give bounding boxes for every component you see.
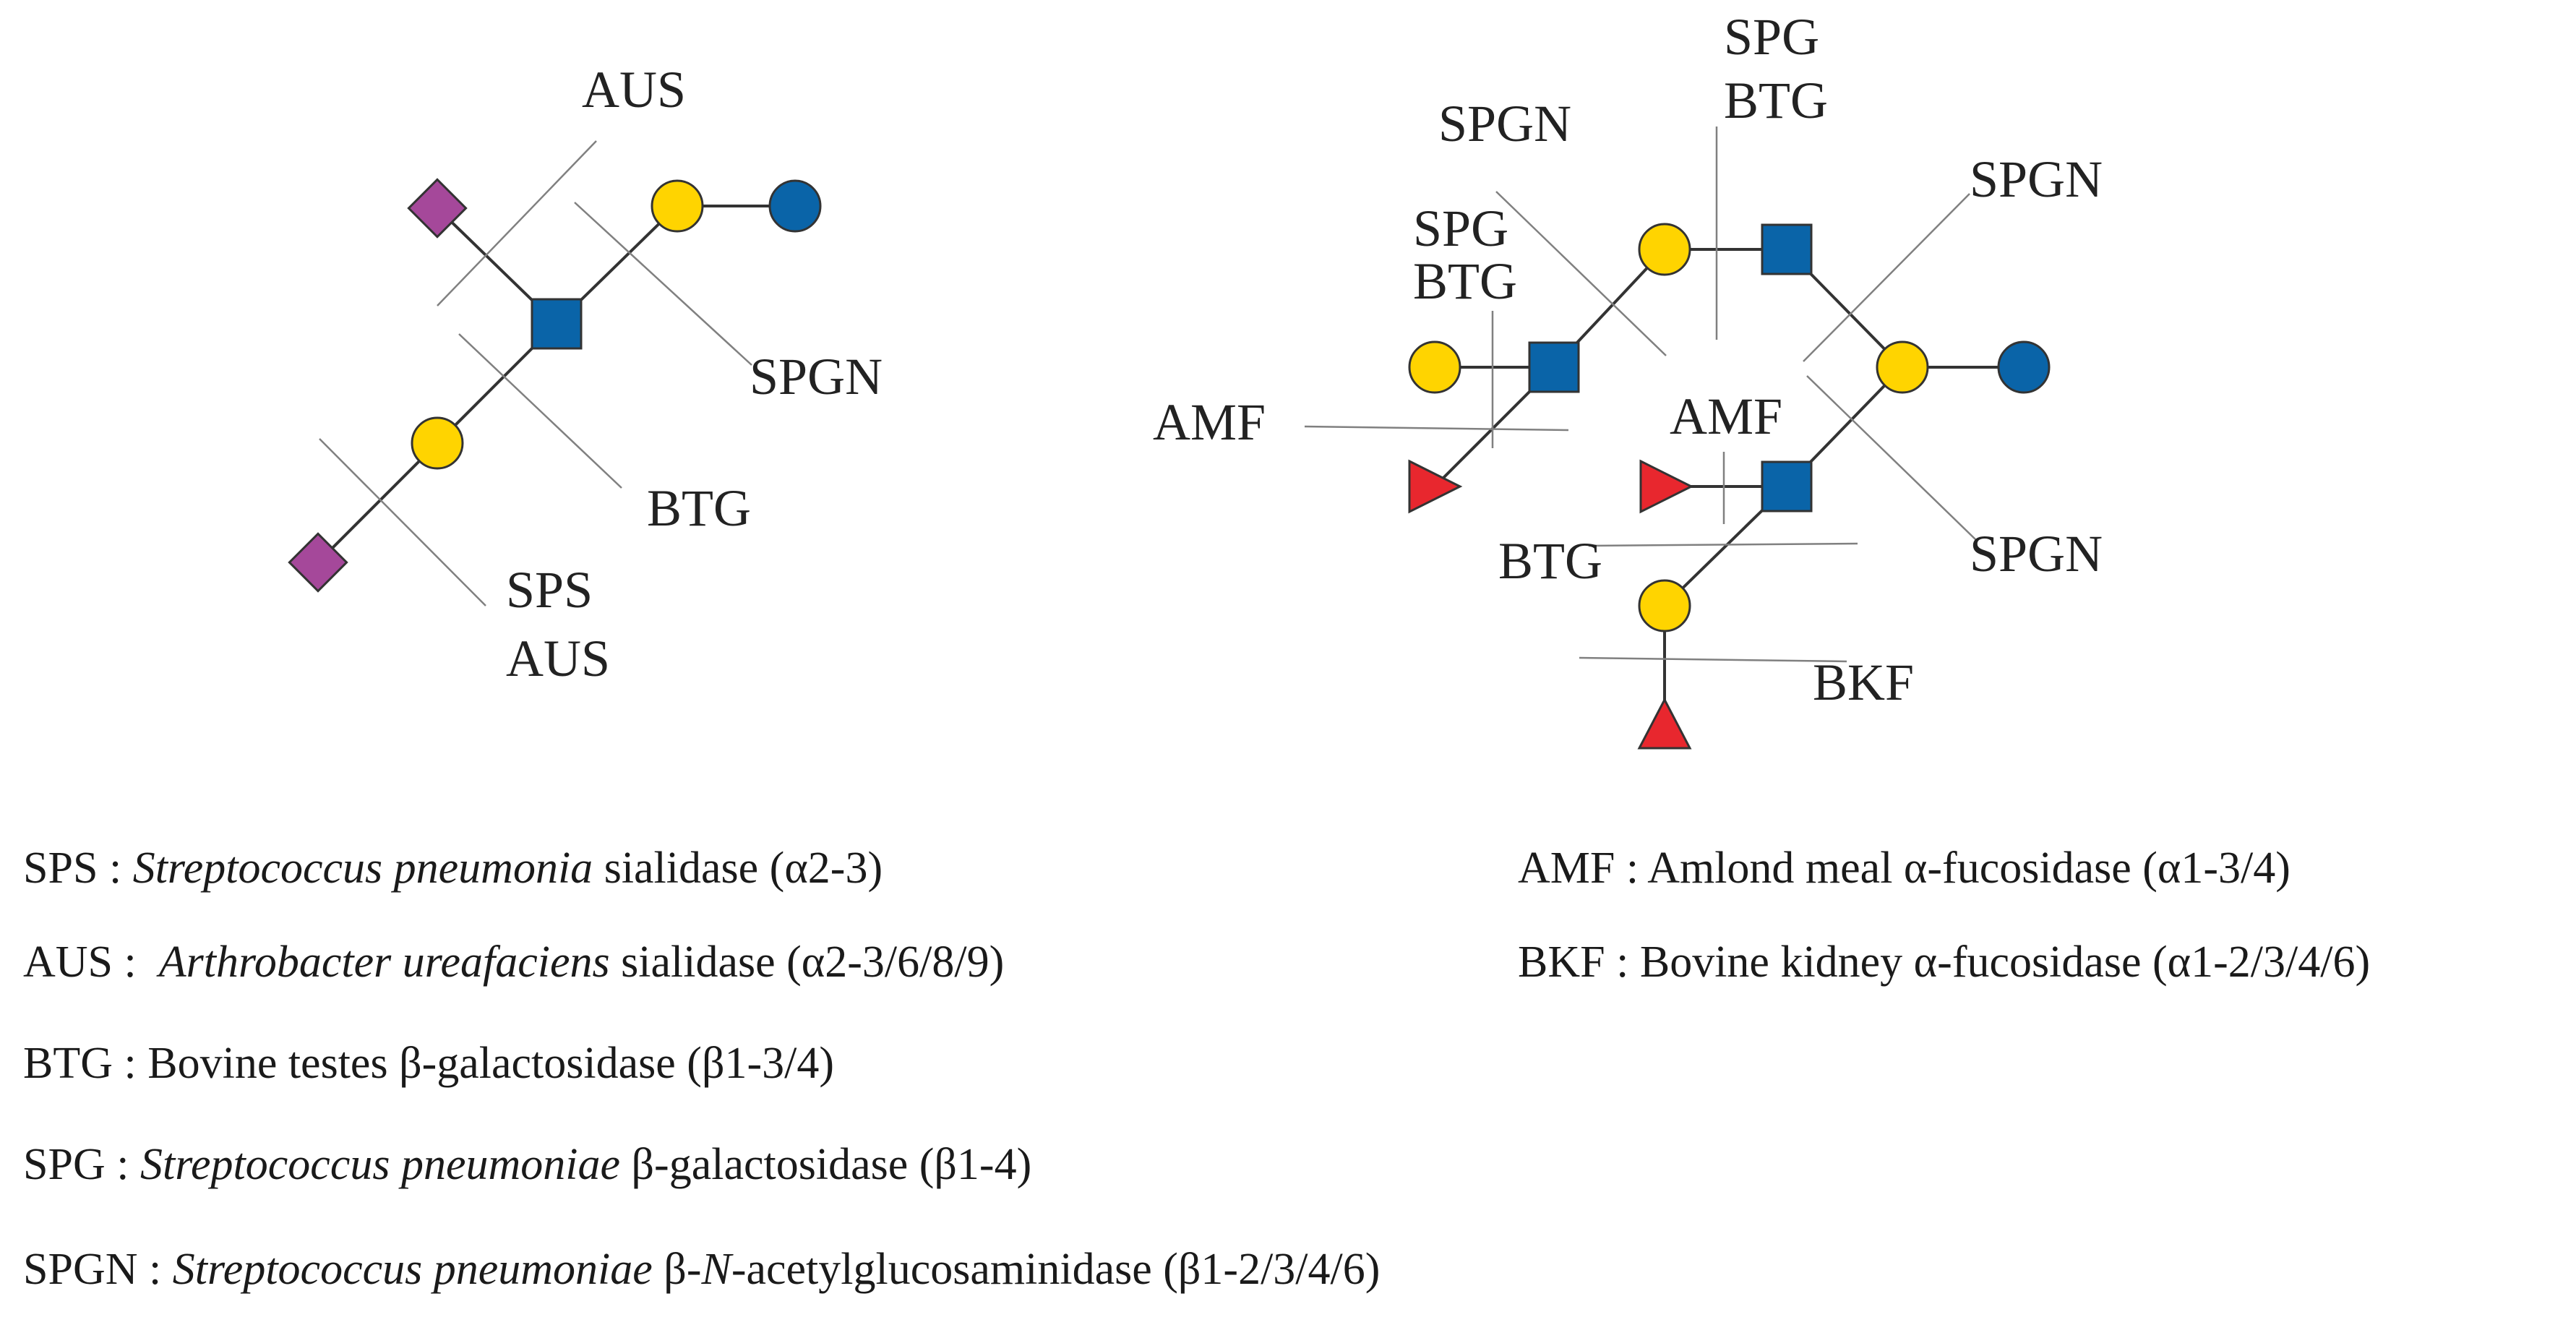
bond-gal-sia-bottom bbox=[317, 442, 439, 564]
galactose-circle-upper bbox=[1638, 223, 1691, 276]
legend-spgn: SPGN : Streptococcus pneumoniae β-N-acet… bbox=[23, 1247, 1380, 1292]
fucose-triangle-bottom bbox=[1637, 697, 1692, 750]
legend-sps-abbr: SPS bbox=[23, 844, 98, 893]
label-spgn-upper-right: SPGN bbox=[1970, 150, 2103, 208]
galactose-circle-top bbox=[651, 179, 704, 233]
glucose-circle-right bbox=[1997, 340, 2051, 394]
legend-aus-abbr: AUS bbox=[23, 938, 113, 987]
legend-bkf-desc: Bovine kidney α-fucosidase (α1-2/3/4/6) bbox=[1639, 938, 2371, 987]
cleavage-line-spgn bbox=[574, 202, 752, 366]
legend-bkf-sep: : bbox=[1605, 938, 1640, 987]
legend-spgn-abbr: SPGN bbox=[23, 1245, 138, 1294]
label-amf-left: AMF bbox=[1153, 393, 1266, 451]
glcnac-square bbox=[531, 298, 583, 350]
label-btg: BTG bbox=[647, 479, 751, 537]
legend-btg-desc: Bovine testes β-galactosidase (β1-3/4) bbox=[147, 1039, 835, 1088]
cleavage-line-btg bbox=[458, 333, 622, 489]
galactose-circle-far-left bbox=[1408, 340, 1461, 394]
legend-spg-sep: : bbox=[105, 1140, 140, 1189]
legend-spg-desc: β-galactosidase (β1-4) bbox=[620, 1140, 1032, 1189]
right-glycan-structure: SPG BTG SPGN SPGN SPG BTG AMF AMF BTG SP… bbox=[1153, 8, 2103, 750]
legend-aus-organism: Arthrobacter ureafaciens bbox=[158, 938, 610, 987]
legend-sps-sep: : bbox=[98, 844, 133, 893]
legend-spgn-desc-a: β- bbox=[652, 1245, 702, 1294]
legend-amf: AMF : Amlond meal α-fucosidase (α1-3/4) bbox=[1518, 846, 2291, 891]
label-aus-top: AUS bbox=[582, 61, 686, 119]
legend-sps: SPS : Streptococcus pneumonia sialidase … bbox=[23, 846, 883, 891]
cleavage-line-amf-left bbox=[1304, 425, 1569, 432]
label-bkf: BKF bbox=[1813, 653, 1914, 711]
label-btg-left: BTG bbox=[1413, 252, 1517, 310]
legend-bkf-abbr: BKF bbox=[1518, 938, 1605, 987]
legend-btg: BTG : Bovine testes β-galactosidase (β1-… bbox=[23, 1041, 834, 1086]
label-spgn-lower-right: SPGN bbox=[1970, 525, 2103, 583]
cleavage-line-aus-top bbox=[437, 140, 597, 306]
legend-aus: AUS : Arthrobacter ureafaciens sialidase… bbox=[23, 940, 1004, 985]
left-glycan-structure: AUS SPGN BTG SPS AUS bbox=[288, 61, 883, 687]
legend-btg-abbr: BTG bbox=[23, 1039, 113, 1088]
galactose-circle-right bbox=[1876, 340, 1929, 394]
glcnac-square-upper bbox=[1761, 223, 1813, 275]
glucose-circle bbox=[768, 179, 822, 233]
legend-spg: SPG : Streptococcus pneumoniae β-galacto… bbox=[23, 1142, 1031, 1187]
label-spgn-upper-left: SPGN bbox=[1438, 95, 1571, 153]
label-spg-top: SPG bbox=[1724, 8, 1819, 66]
legend-sps-desc: sialidase (α2-3) bbox=[593, 844, 883, 893]
galactose-circle-bottom bbox=[411, 416, 464, 470]
legend-spg-abbr: SPG bbox=[23, 1140, 106, 1189]
cleavage-line-spgn-lower-right bbox=[1806, 375, 1978, 541]
legend-spgn-desc-b: -acetylglucosaminidase (β1-2/3/4/6) bbox=[731, 1245, 1381, 1294]
legend-aus-sep: : bbox=[113, 938, 159, 987]
legend-spgn-organism: Streptococcus pneumoniae bbox=[172, 1245, 653, 1294]
legend-spgn-sep: : bbox=[137, 1245, 173, 1294]
legend-amf-abbr: AMF bbox=[1518, 844, 1615, 893]
legend-btg-sep: : bbox=[113, 1039, 148, 1088]
glcnac-square-lower bbox=[1761, 460, 1813, 513]
fucose-triangle-center bbox=[1639, 459, 1694, 514]
label-btg-lower: BTG bbox=[1498, 532, 1602, 590]
label-amf-center: AMF bbox=[1670, 387, 1782, 445]
label-spgn: SPGN bbox=[750, 348, 883, 406]
legend-spg-organism: Streptococcus pneumoniae bbox=[139, 1140, 621, 1189]
label-btg-top: BTG bbox=[1724, 72, 1828, 129]
legend-sps-organism: Streptococcus pneumonia bbox=[132, 844, 593, 893]
cleavage-line-btg-lower bbox=[1588, 542, 1858, 547]
label-sps: SPS bbox=[506, 561, 593, 619]
legend-spgn-desc-n: N bbox=[701, 1245, 731, 1294]
legend-aus-desc: sialidase (α2-3/6/8/9) bbox=[609, 938, 1005, 987]
sialic-acid-diamond-top bbox=[407, 178, 468, 239]
cleavage-line-bkf bbox=[1579, 656, 1847, 663]
galactose-circle-lower bbox=[1638, 579, 1691, 633]
glcnac-square-left bbox=[1528, 341, 1580, 393]
fucose-triangle-left bbox=[1408, 459, 1463, 514]
cleavage-line-sps-aus bbox=[319, 438, 486, 606]
cleavage-line-spgn-upper-left bbox=[1495, 191, 1667, 356]
legend-amf-sep: : bbox=[1615, 844, 1648, 893]
label-spg-left: SPG bbox=[1413, 200, 1508, 257]
label-aus-bottom: AUS bbox=[506, 630, 610, 687]
sialic-acid-diamond-bottom bbox=[288, 532, 348, 593]
cleavage-line-spgn-upper-right bbox=[1803, 193, 1970, 362]
legend-amf-desc: Amlond meal α-fucosidase (α1-3/4) bbox=[1647, 844, 2291, 893]
legend-bkf: BKF : Bovine kidney α-fucosidase (α1-2/3… bbox=[1518, 940, 2370, 985]
